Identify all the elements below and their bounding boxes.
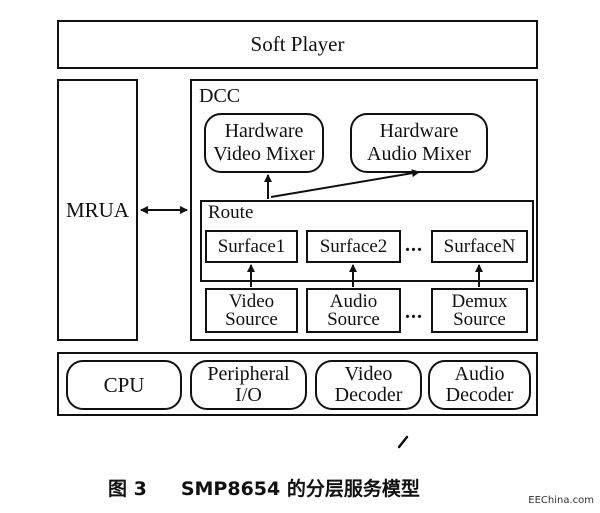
surface1-label: Surface1 (217, 235, 286, 257)
demux-source-line1: Demux (451, 290, 508, 312)
video-decoder-box: Video Decoder (315, 360, 422, 410)
surfacen-box: SurfaceN (431, 230, 528, 263)
soft-player-label: Soft Player (250, 32, 345, 56)
figure-title: SMP8654 的分层服务模型 (180, 478, 420, 500)
figure-caption: 图 3 SMP8654 的分层服务模型 (108, 474, 420, 501)
cpu-box: CPU (66, 360, 182, 410)
audio-decoder-box: Audio Decoder (428, 360, 531, 410)
watermark-text: EEChina.com (528, 495, 594, 506)
surface1-box: Surface1 (205, 230, 298, 263)
peripheral-io-line1: Peripheral (207, 363, 290, 385)
video-mixer-line1: Hardware (224, 120, 304, 142)
hardware-layer-box (57, 352, 538, 416)
surface2-label: Surface2 (319, 235, 388, 257)
video-mixer-line2: Video Mixer (213, 143, 315, 165)
surface2-box: Surface2 (306, 230, 401, 263)
video-decoder-line2: Decoder (334, 384, 403, 406)
video-source-line1: Video (228, 290, 275, 312)
surface-ellipsis: ... (405, 234, 423, 256)
demux-source-line2: Source (453, 308, 506, 330)
route-label: Route (208, 202, 254, 223)
source-ellipsis: ... (405, 301, 423, 323)
figure-number: 图 3 (108, 478, 147, 500)
soft-player-box: Soft Player (57, 20, 538, 69)
audio-source-line2: Source (327, 308, 380, 330)
surfacen-label: SurfaceN (443, 235, 516, 257)
audio-decoder-line2: Decoder (445, 384, 514, 406)
video-source-box: Video Source (205, 288, 298, 333)
peripheral-io-line2: I/O (235, 384, 262, 406)
video-source-line2: Source (225, 308, 278, 330)
mrua-label: MRUA (65, 197, 129, 222)
audio-mixer-line1: Hardware (379, 120, 459, 142)
stray-pen-mark (397, 435, 409, 449)
dcc-label: DCC (199, 85, 241, 107)
dcc-box: DCC (190, 79, 538, 341)
audio-mixer-line2: Audio Mixer (367, 143, 471, 165)
audio-decoder-line1: Audio (454, 363, 505, 385)
video-decoder-line1: Video (344, 363, 393, 385)
hardware-video-mixer-box: Hardware Video Mixer (204, 113, 324, 173)
cpu-label: CPU (103, 372, 145, 397)
route-box: Route (200, 200, 534, 282)
peripheral-io-box: Peripheral I/O (190, 360, 307, 410)
demux-source-box: Demux Source (431, 288, 528, 333)
audio-source-line1: Audio (329, 290, 378, 312)
hardware-audio-mixer-box: Hardware Audio Mixer (350, 113, 488, 173)
mrua-box: MRUA (57, 79, 138, 341)
audio-source-box: Audio Source (306, 288, 401, 333)
